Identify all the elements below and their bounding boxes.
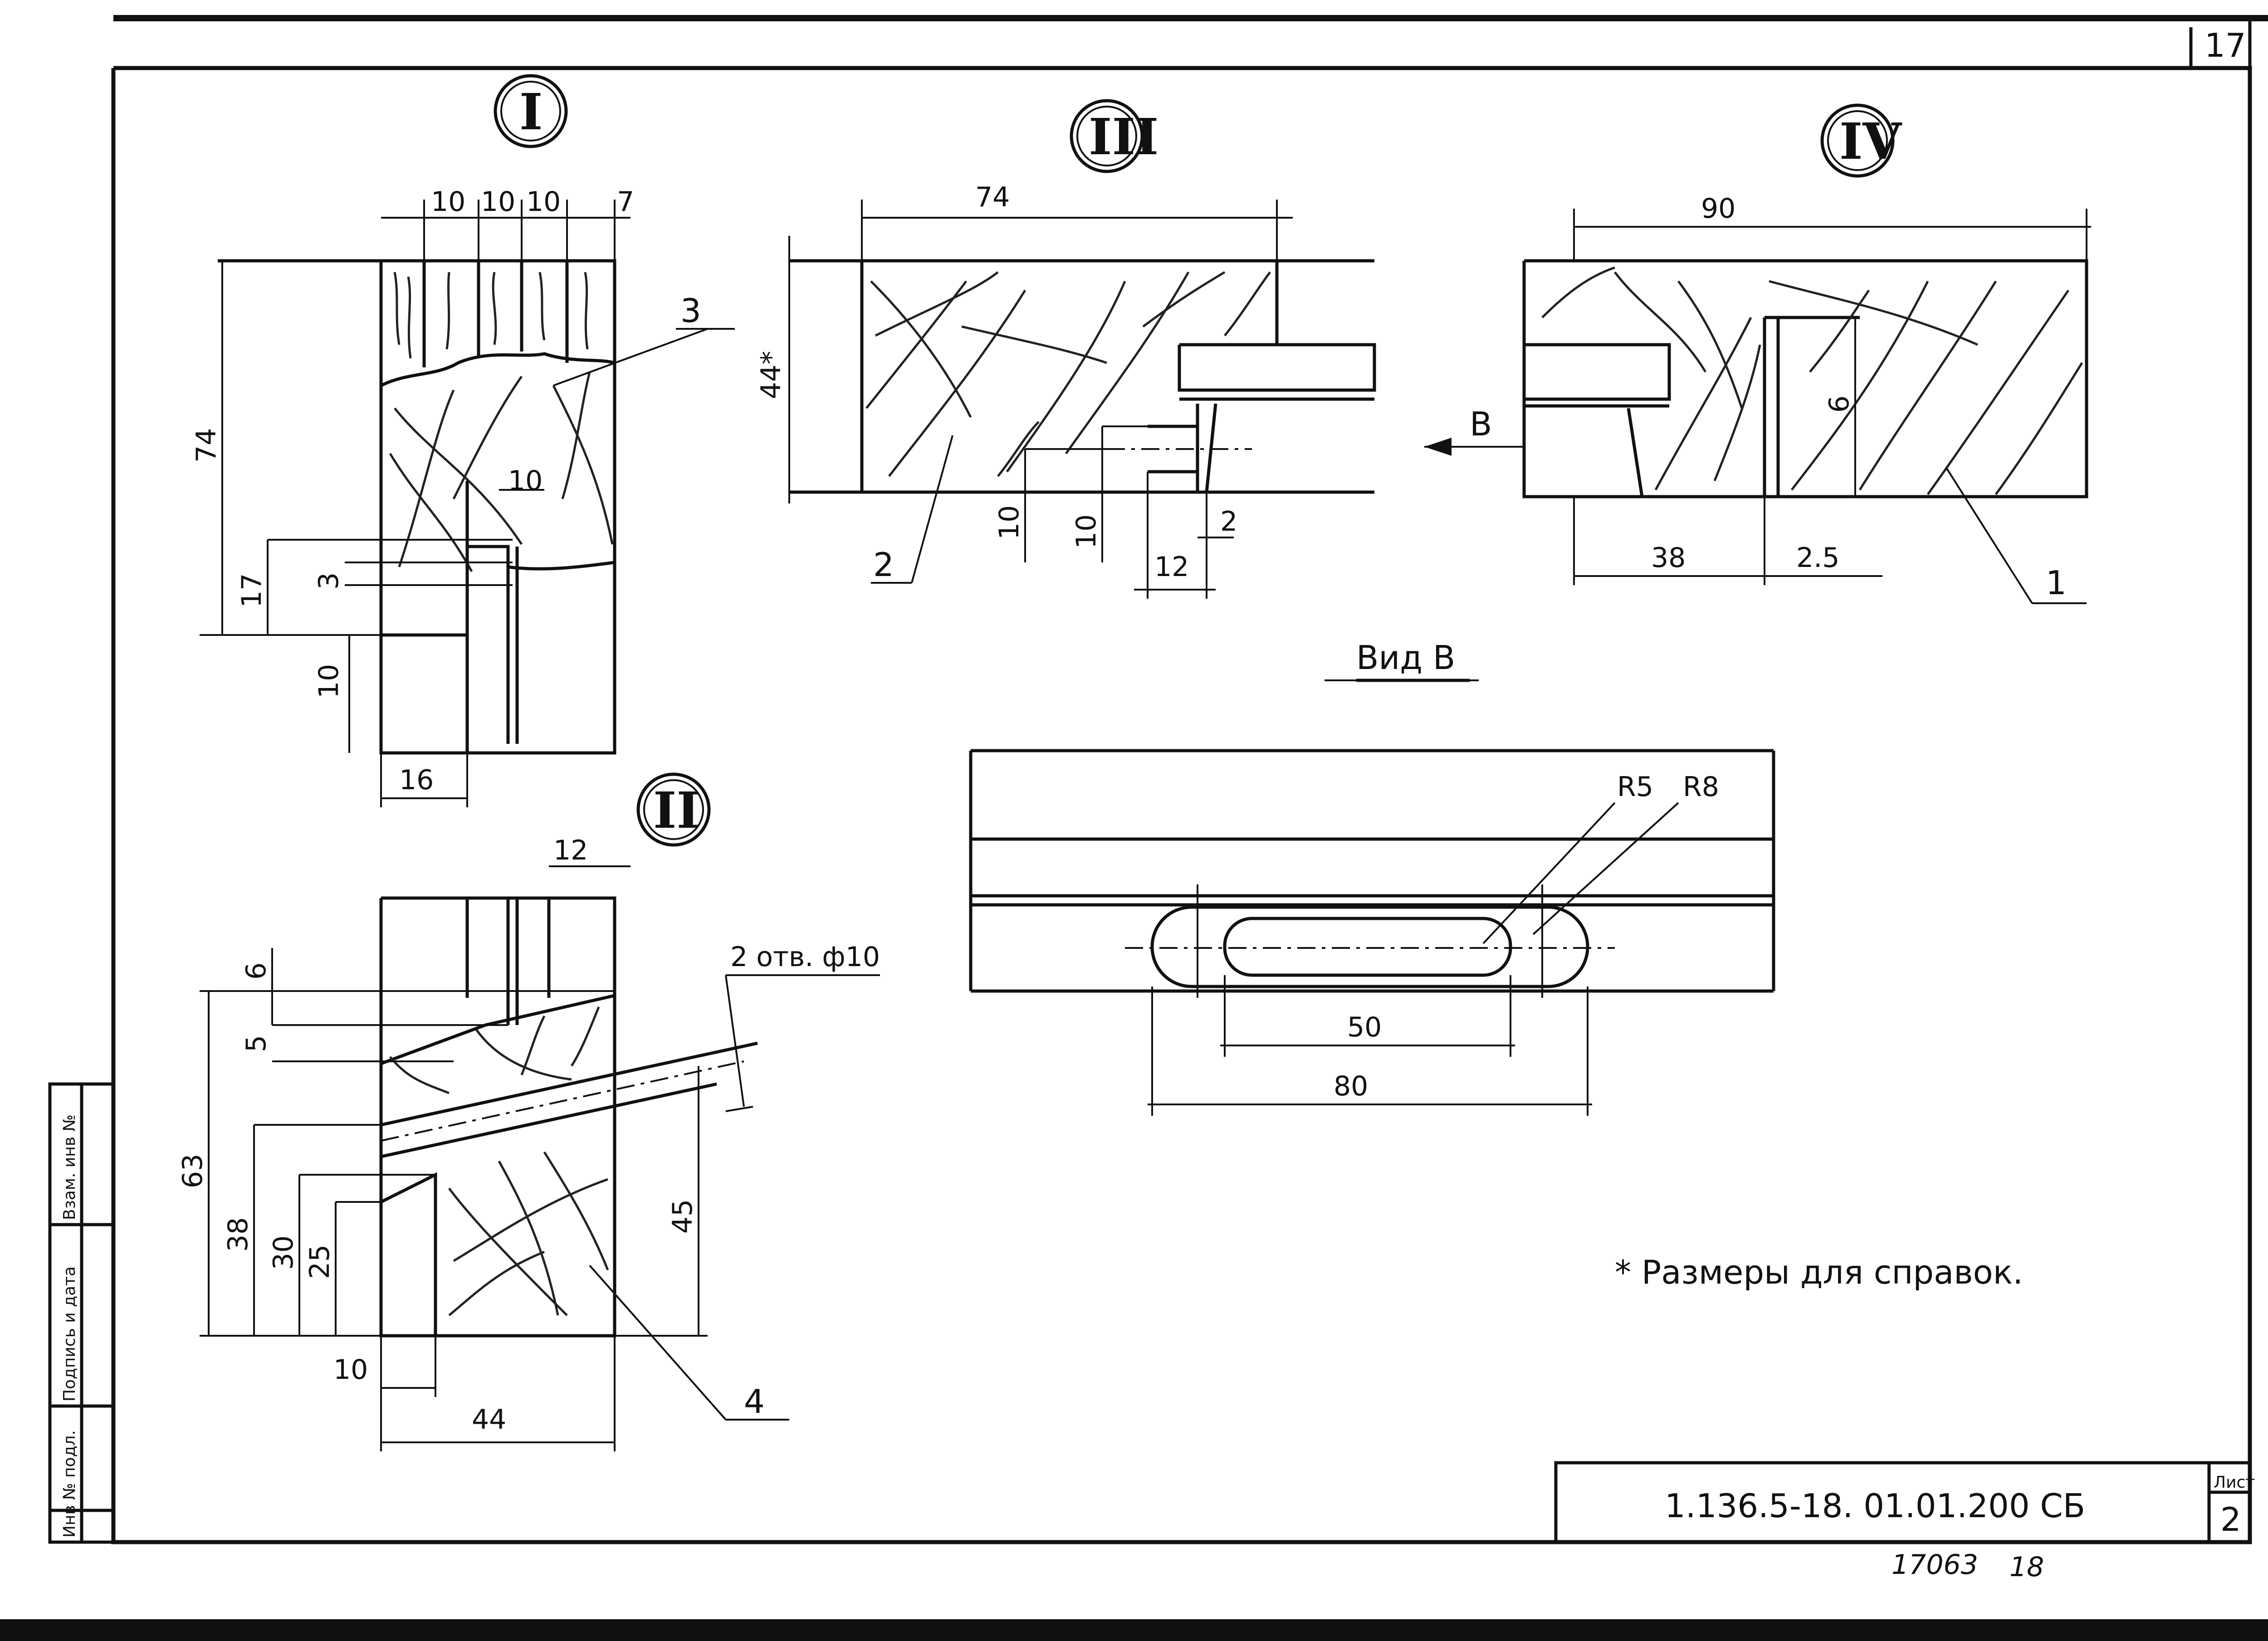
sheet-label: Лист: [2214, 1473, 2255, 1492]
view-III: [788, 99, 1376, 599]
view-II-dim-5: 5: [240, 1035, 272, 1052]
view-II: [200, 772, 880, 1451]
view-III-dim-74: 74: [975, 181, 1010, 213]
view-IV-dim-6: 6: [1823, 396, 1855, 413]
view-IV: [1424, 103, 2091, 604]
view-B-dim-R5: R5: [1617, 771, 1653, 803]
view-B-dim-80: 80: [1334, 1070, 1368, 1102]
view-II-dim-44: 44: [472, 1404, 506, 1436]
view-I-dim-10e: 10: [313, 664, 345, 698]
view-I-dim-3: 3: [313, 572, 345, 590]
view-III-callout: 2: [873, 546, 894, 584]
view-I-dim-17: 17: [236, 573, 268, 608]
side-stamp-sign: Подпись и дата: [60, 1266, 79, 1402]
view-II-label: II: [653, 781, 700, 840]
view-II-dim-45: 45: [667, 1199, 699, 1234]
view-III-dim-10b: 10: [1070, 514, 1102, 549]
view-I-dim-7: 7: [617, 186, 634, 218]
view-B-dim-50: 50: [1347, 1011, 1382, 1043]
title-block: [1554, 1461, 2252, 1544]
bottom-note-2: 18: [2009, 1551, 2044, 1583]
view-II-dim-25: 25: [304, 1245, 336, 1279]
view-II-dim-12: 12: [553, 835, 588, 866]
view-IV-dim-38: 38: [1651, 542, 1686, 574]
sheet-frame: [0, 15, 2268, 1641]
view-IV-callout: 1: [2046, 564, 2067, 602]
view-IV-dim-90: 90: [1701, 193, 1735, 225]
view-II-dim-30: 30: [268, 1236, 299, 1270]
drawing-code: 1.136.5-18. 01.01.200 СБ: [1665, 1487, 2085, 1525]
view-II-dim-38: 38: [222, 1217, 254, 1252]
side-stamp: Инв № подл. Подпись и дата Взам. инв №: [48, 1082, 115, 1544]
reference-note: * Размеры для справок.: [1615, 1253, 2023, 1291]
side-stamp-repl: Взам. инв №: [60, 1114, 79, 1220]
view-I-dim-10a: 10: [431, 186, 465, 218]
bottom-note: 17063: [1892, 1549, 1978, 1581]
view-II-dim-10: 10: [333, 1354, 368, 1386]
side-stamp-inv: Инв № подл.: [60, 1430, 79, 1538]
view-II-callout: 4: [744, 1382, 765, 1421]
view-III-dim-2: 2: [1220, 506, 1237, 537]
view-B-dim-R8: R8: [1683, 771, 1719, 803]
view-IV-label: IV: [1839, 112, 1902, 171]
view-IV-arrow-label: B: [1470, 405, 1492, 443]
view-I-label: I: [519, 83, 543, 141]
view-III-dim-10a: 10: [993, 505, 1025, 540]
view-II-holes-note: 2 отв. ф10: [730, 941, 880, 973]
view-III-dim-12: 12: [1154, 551, 1189, 583]
view-II-dim-63: 63: [177, 1154, 209, 1188]
view-B: [969, 679, 1775, 1116]
view-I-dim-10c: 10: [526, 186, 561, 218]
view-IV-dim-2-5: 2.5: [1796, 542, 1839, 574]
sheet-number: 2: [2220, 1500, 2241, 1538]
view-I-dim-74: 74: [191, 428, 222, 463]
view-B-title: Вид В: [1356, 639, 1455, 677]
view-I: [200, 74, 735, 807]
view-III-dim-44: 44*: [755, 351, 787, 399]
view-III-label: III: [1089, 107, 1158, 166]
view-I-callout: 3: [680, 292, 701, 330]
view-I-dim-16: 16: [399, 764, 434, 796]
view-I-dim-10b: 10: [481, 186, 515, 218]
view-II-dim-6: 6: [240, 962, 272, 980]
view-I-dim-10d: 10: [508, 465, 543, 497]
corner-number: 17: [2204, 26, 2246, 64]
